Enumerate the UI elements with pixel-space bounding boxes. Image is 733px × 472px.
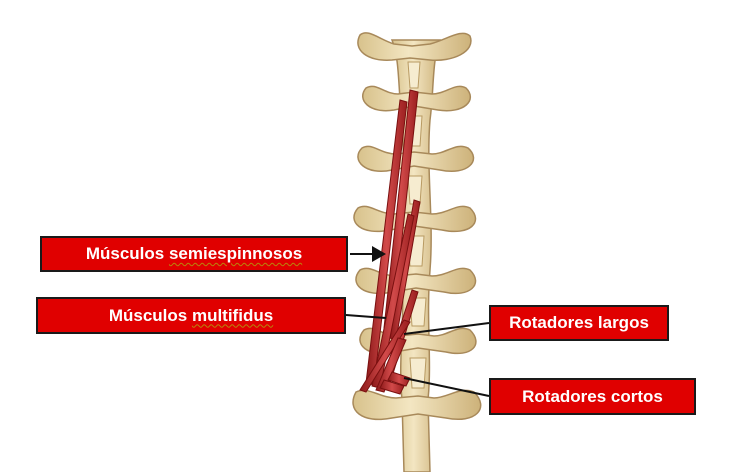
rotatores-breves [379, 371, 411, 395]
line-rotadores-largos [403, 322, 490, 335]
arrow-head-semiespinosos [372, 246, 386, 262]
label-corto-text: Rotadores cortos [522, 386, 663, 406]
line-multifidus [345, 314, 387, 319]
label-semi-word1: Músculos [85, 244, 165, 263]
label-semi-word2: semiespinnosos [168, 244, 303, 263]
label-multi-word2: multifidus [191, 305, 274, 325]
rotatores-longi [375, 337, 407, 393]
label-multi-word1: Músculos [108, 305, 188, 325]
line-rotadores-cortos [403, 377, 490, 397]
label-musculos-semiespinosos: Músculos semiespinnosos [40, 236, 348, 272]
vertebra-1 [357, 32, 472, 61]
semispinalis-muscles [365, 89, 421, 386]
label-musculos-multifidus: Músculos multifidus [36, 297, 346, 334]
leader-lines [345, 253, 490, 397]
label-rotadores-largos: Rotadores largos [489, 305, 669, 341]
label-largo-text: Rotadores largos [509, 313, 649, 332]
label-rotadores-cortos: Rotadores cortos [489, 378, 696, 415]
vertebra-3 [357, 145, 475, 172]
